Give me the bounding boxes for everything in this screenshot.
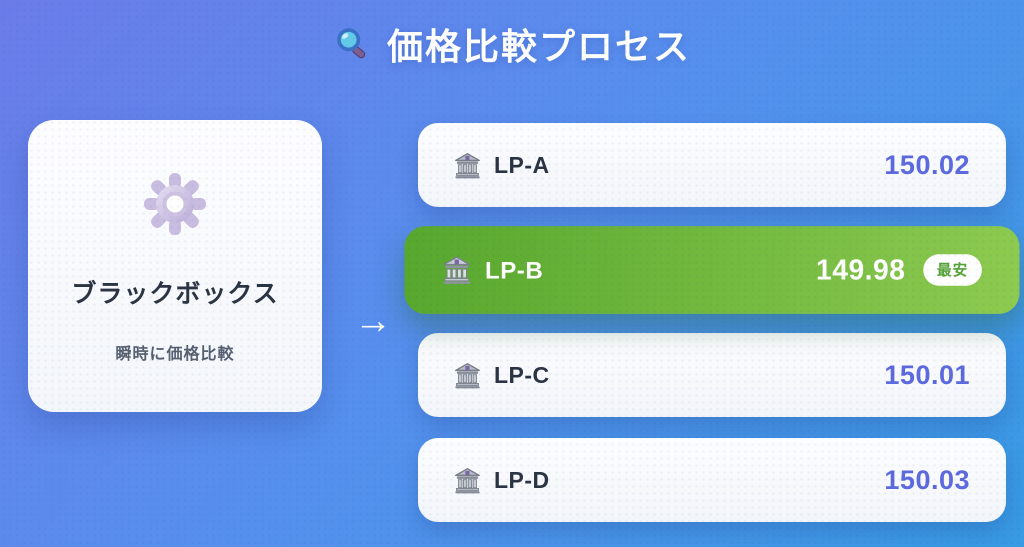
lp-list: LP-A 150.02 LP-B: [404, 123, 1020, 522]
lp-row-d: LP-D 150.03: [418, 438, 1006, 522]
lp-price: 150.03: [884, 464, 970, 495]
lp-row-b-best: LP-B 149.98 最安: [404, 226, 1020, 314]
bank-icon: [454, 467, 481, 494]
bank-icon: [454, 362, 481, 389]
gear-icon: [143, 172, 207, 236]
bank-icon: [454, 152, 481, 179]
lp-name: LP-A: [494, 151, 550, 178]
best-price-badge: 最安: [923, 254, 982, 286]
lp-price: 149.98: [815, 253, 906, 286]
bank-icon: [442, 255, 471, 284]
magnifier-icon: [333, 25, 371, 63]
page-title: 価格比較プロセス: [386, 26, 691, 67]
lp-price: 150.01: [884, 359, 970, 390]
lp-row-c: LP-C 150.01: [418, 333, 1006, 417]
lp-name: LP-C: [494, 361, 550, 388]
lp-price: 150.02: [884, 149, 970, 180]
page-header: 価格比較プロセス: [0, 18, 1024, 70]
flow-arrow: →: [354, 300, 392, 342]
lp-name: LP-D: [494, 466, 550, 493]
blackbox-card: ブラックボックス 瞬時に価格比較: [28, 120, 322, 412]
blackbox-subtitle: 瞬時に価格比較: [115, 346, 235, 363]
blackbox-title: ブラックボックス: [71, 280, 279, 308]
lp-name: LP-B: [485, 255, 544, 284]
lp-row-a: LP-A 150.02: [418, 123, 1006, 207]
